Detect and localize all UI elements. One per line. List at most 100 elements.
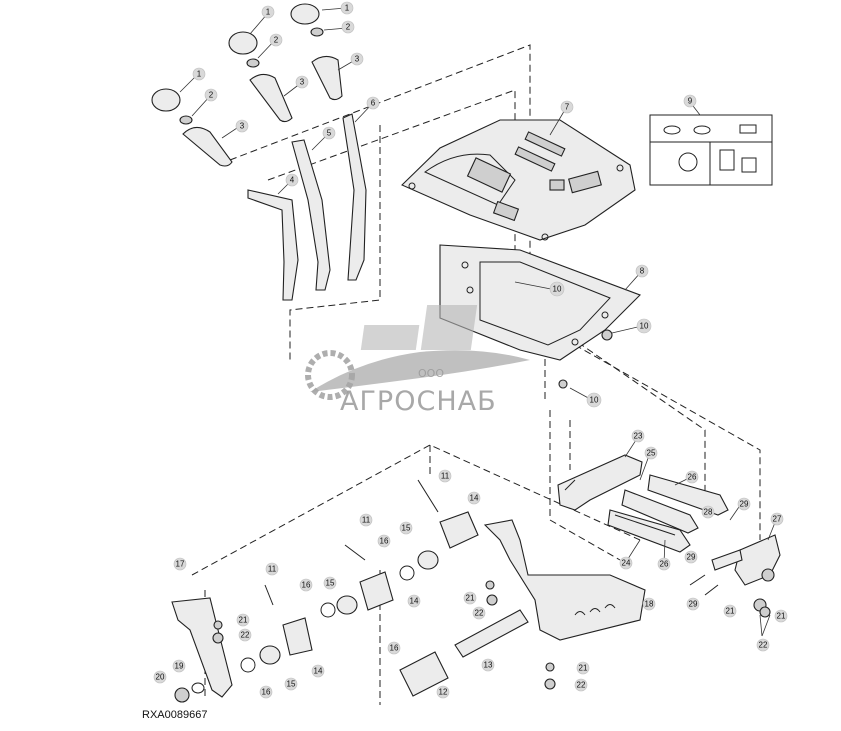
svg-text:1: 1 — [266, 8, 271, 17]
svg-text:14: 14 — [314, 667, 323, 676]
svg-text:8: 8 — [640, 267, 645, 276]
callout-29: 29 — [684, 550, 698, 564]
svg-text:11: 11 — [362, 516, 371, 525]
callout-1: 1 — [192, 67, 206, 81]
svg-text:10: 10 — [553, 285, 562, 294]
callouts: 1 1 1 2 2 2 3 3 3 4 5 6 7 8 9 10 10 10 1… — [153, 1, 788, 699]
svg-text:21: 21 — [239, 616, 248, 625]
svg-text:29: 29 — [687, 553, 696, 562]
handles-24-26 — [607, 474, 729, 553]
svg-text:16: 16 — [302, 581, 311, 590]
svg-text:13: 13 — [484, 661, 493, 670]
svg-text:24: 24 — [622, 559, 631, 568]
svg-text:5: 5 — [327, 129, 332, 138]
callout-14: 14 — [467, 491, 481, 505]
svg-text:15: 15 — [326, 579, 335, 588]
callout-3: 3 — [295, 75, 309, 89]
pivot-assemblies — [240, 479, 479, 673]
hardware-27-29 — [689, 534, 781, 618]
svg-text:19: 19 — [175, 662, 184, 671]
callout-15: 15 — [284, 677, 298, 691]
callout-16: 16 — [377, 534, 391, 548]
sleeve-12 — [399, 651, 449, 697]
callout-22: 22 — [472, 606, 486, 620]
callout-21: 21 — [576, 661, 590, 675]
svg-text:3: 3 — [355, 55, 360, 64]
callout-26: 26 — [685, 470, 699, 484]
svg-text:20: 20 — [156, 673, 165, 682]
callout-12: 12 — [436, 685, 450, 699]
callout-8: 8 — [635, 264, 649, 278]
svg-text:22: 22 — [759, 641, 768, 650]
console-cover-7 — [401, 119, 636, 241]
svg-text:12: 12 — [439, 688, 448, 697]
svg-text:2: 2 — [274, 36, 279, 45]
svg-text:3: 3 — [300, 78, 305, 87]
svg-text:16: 16 — [390, 644, 399, 653]
callout-19: 19 — [172, 659, 186, 673]
callout-25: 25 — [644, 446, 658, 460]
callout-18: 18 — [642, 597, 656, 611]
svg-text:26: 26 — [660, 560, 669, 569]
svg-text:4: 4 — [290, 176, 295, 185]
svg-text:21: 21 — [466, 594, 475, 603]
svg-text:26: 26 — [688, 473, 697, 482]
callout-13: 13 — [481, 658, 495, 672]
callout-16: 16 — [259, 685, 273, 699]
svg-text:23: 23 — [634, 432, 643, 441]
callout-11: 11 — [438, 469, 452, 483]
side-bracket-17 — [171, 597, 233, 703]
levers — [247, 113, 367, 301]
callout-1: 1 — [261, 5, 275, 19]
callout-6: 6 — [366, 96, 380, 110]
callout-11: 11 — [359, 513, 373, 527]
decal-9 — [649, 114, 773, 186]
callout-1: 1 — [340, 1, 354, 15]
svg-text:10: 10 — [640, 322, 649, 331]
callout-14: 14 — [407, 594, 421, 608]
callout-15: 15 — [399, 521, 413, 535]
svg-text:16: 16 — [262, 688, 271, 697]
callout-5: 5 — [322, 126, 336, 140]
callout-16: 16 — [387, 641, 401, 655]
svg-text:11: 11 — [268, 565, 277, 574]
svg-text:11: 11 — [441, 472, 450, 481]
callout-26: 26 — [657, 557, 671, 571]
callout-11: 11 — [265, 562, 279, 576]
svg-text:1: 1 — [345, 4, 350, 13]
watermark-logo: ООО АГРОСНАБ — [305, 305, 530, 417]
svg-text:15: 15 — [287, 680, 296, 689]
callout-21: 21 — [723, 604, 737, 618]
svg-text:2: 2 — [346, 23, 351, 32]
callout-2: 2 — [269, 33, 283, 47]
callout-23: 23 — [631, 429, 645, 443]
svg-text:3: 3 — [240, 122, 245, 131]
callout-3: 3 — [235, 119, 249, 133]
svg-text:2: 2 — [209, 91, 214, 100]
callout-22: 22 — [756, 638, 770, 652]
callout-17: 17 — [173, 557, 187, 571]
svg-text:22: 22 — [241, 631, 250, 640]
callout-22: 22 — [238, 628, 252, 642]
callout-10: 10 — [636, 318, 652, 334]
svg-text:21: 21 — [726, 607, 735, 616]
svg-text:1: 1 — [197, 70, 202, 79]
callout-21: 21 — [774, 609, 788, 623]
watermark-prefix: ООО — [418, 367, 444, 380]
handle-3-group — [182, 55, 343, 167]
svg-text:22: 22 — [475, 609, 484, 618]
callout-20: 20 — [153, 670, 167, 684]
svg-text:21: 21 — [579, 664, 588, 673]
svg-text:7: 7 — [565, 103, 570, 112]
svg-text:15: 15 — [402, 524, 411, 533]
svg-text:16: 16 — [380, 537, 389, 546]
callout-27: 27 — [770, 512, 784, 526]
callout-7: 7 — [560, 100, 574, 114]
svg-text:18: 18 — [645, 600, 654, 609]
svg-text:14: 14 — [410, 597, 419, 606]
svg-text:17: 17 — [176, 560, 185, 569]
callout-21: 21 — [236, 613, 250, 627]
watermark-company-name: АГРОСНАБ — [340, 386, 497, 417]
figure-id: RXA0089667 — [142, 709, 208, 721]
